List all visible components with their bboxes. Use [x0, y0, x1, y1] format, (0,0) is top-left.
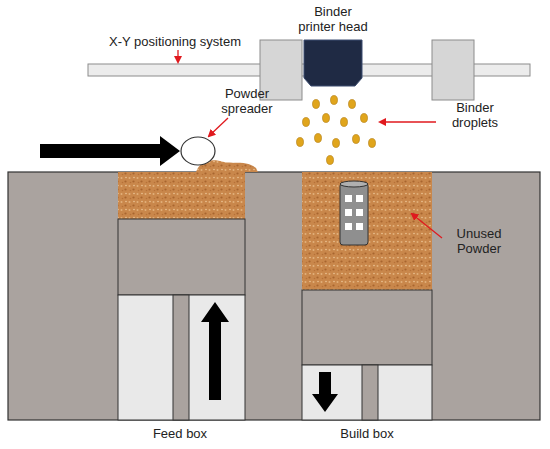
- leader-line: [412, 214, 442, 238]
- build-well: [302, 365, 432, 420]
- build-powder: [302, 172, 432, 290]
- part-label: Unused Powder: [444, 226, 514, 256]
- leader-line: [380, 121, 436, 122]
- leader-line: [177, 50, 178, 62]
- part-label: Binder droplets: [440, 100, 510, 130]
- motion-arrow: [40, 136, 180, 166]
- feed-shaft: [173, 295, 189, 420]
- printer-head: [304, 40, 362, 86]
- feed-well: [118, 295, 245, 420]
- printed-part: [340, 181, 368, 245]
- up-arrow: [201, 302, 229, 400]
- powder-spreader: [181, 137, 215, 165]
- build-piston: [302, 290, 432, 365]
- part-label: Binder printer head: [298, 4, 368, 34]
- carriage-block: [432, 40, 474, 100]
- box-label: Feed box: [130, 426, 230, 441]
- system-label: X-Y positioning system: [100, 34, 250, 49]
- down-arrow: [312, 372, 338, 412]
- feed-powder: [118, 172, 245, 219]
- droplets: [297, 96, 376, 165]
- leader-line: [209, 118, 228, 136]
- build-shaft: [362, 365, 378, 420]
- box-label: Build box: [317, 426, 417, 441]
- machine-body: [8, 172, 540, 420]
- part-label: Powder spreader: [214, 86, 280, 116]
- feed-piston: [118, 219, 245, 295]
